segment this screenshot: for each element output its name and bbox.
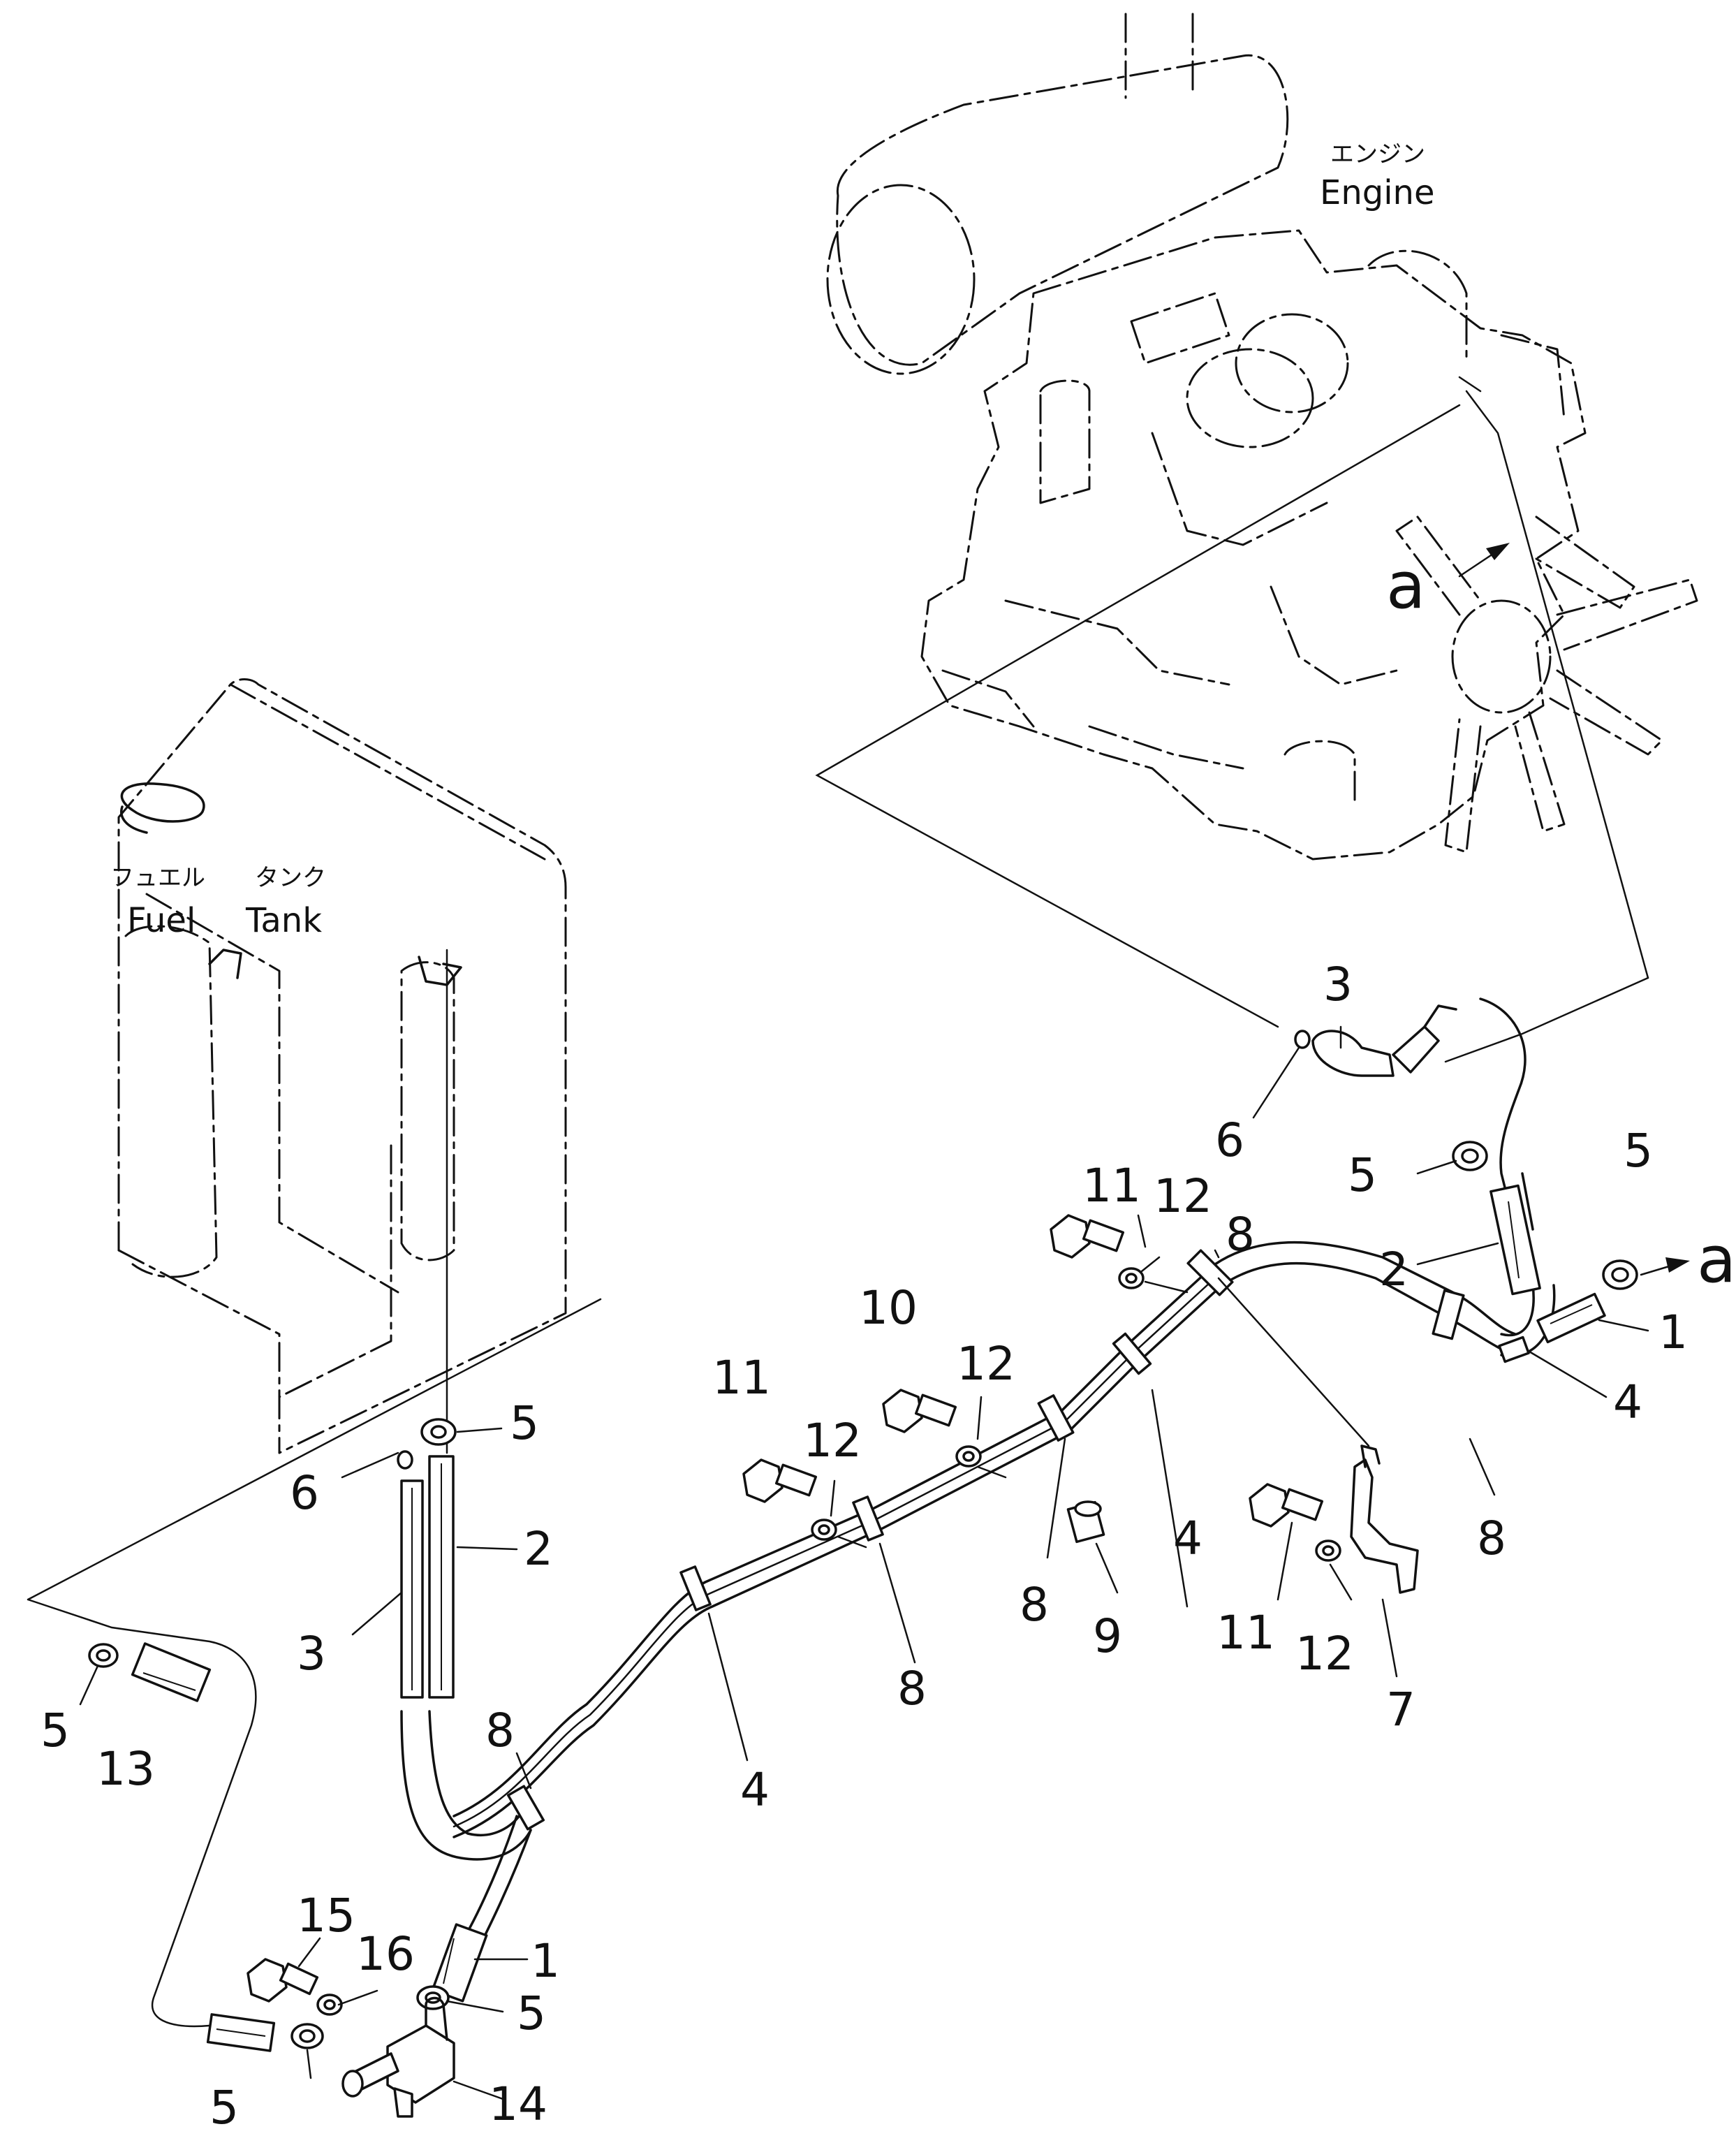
callout-10: 10 [859,1281,918,1335]
tank-hoses [397,1418,457,1699]
engine-side-hoses [1294,1004,1690,1363]
callout-8-top: 8 [1226,1208,1255,1261]
callout-8-right: 8 [1477,1512,1506,1565]
callout-3-top: 3 [1323,958,1353,1011]
callout-1-bottom: 1 [531,1934,560,1988]
tank-label-jp: タンク [255,864,326,892]
bottom-components [88,1642,488,2118]
engine-label-jp: エンジン [1330,140,1425,168]
callout-numbers: 3 6 5 11 12 8 2 5 1 4 8 10 12 11 12 4 8 … [41,958,1688,2129]
pipe-clamps [506,1249,1465,1831]
fuel-label-jp: フュエル [110,864,205,892]
engine-label-en: Engine [1320,173,1435,212]
callout-2-right: 2 [1379,1243,1408,1296]
callout-5-left: 5 [41,1704,70,1757]
callout-12-top: 12 [1154,1169,1212,1223]
view-a-label-engine: a [1386,548,1425,623]
callout-7: 7 [1386,1683,1415,1736]
view-a-label-pipe: a [1697,1222,1736,1297]
callout-4-low: 4 [740,1763,770,1817]
callout-3-tank: 3 [297,1627,326,1681]
callout-1-right: 1 [1658,1305,1688,1359]
callout-14: 14 [489,2077,547,2129]
callout-15: 15 [297,1889,355,1943]
engine-outline [826,13,1698,979]
callout-6-tank: 6 [290,1466,319,1520]
callout-11-top: 11 [1082,1159,1141,1213]
callout-4-mid: 4 [1173,1512,1202,1565]
fuel-tank-outline [117,678,567,1454]
callout-6-top: 6 [1215,1113,1244,1167]
callout-5-top: 5 [1348,1148,1377,1202]
callout-8-left: 8 [485,1704,515,1757]
callout-12-c: 12 [803,1414,862,1468]
callout-5-bottom: 5 [517,1987,546,2040]
callout-5-right: 5 [1624,1124,1653,1178]
fuel-pipes [400,997,1556,1957]
callout-5-tank: 5 [510,1396,539,1450]
callout-11-right: 11 [1216,1606,1275,1660]
callout-13: 13 [96,1742,155,1796]
callout-8-mid: 8 [1020,1578,1049,1632]
callout-11-mid: 11 [712,1351,771,1405]
callout-16: 16 [356,1927,415,1981]
tank-reference-frame [27,1298,602,2028]
fuel-label-en: Fuel [127,901,196,940]
callout-4-right: 4 [1613,1375,1642,1429]
engine-reference-frame [815,404,1649,1063]
tank-label-en: Tank [245,901,322,940]
callout-12-d: 12 [1295,1627,1354,1681]
callout-8-low: 8 [897,1662,927,1715]
callout-12-b: 12 [957,1337,1015,1391]
callout-2-tank: 2 [524,1522,553,1576]
leader-lines [79,1025,1649,2100]
callout-5-bottom-left: 5 [209,2081,239,2129]
callout-9: 9 [1093,1609,1122,1663]
fasteners [247,1214,1419,2016]
